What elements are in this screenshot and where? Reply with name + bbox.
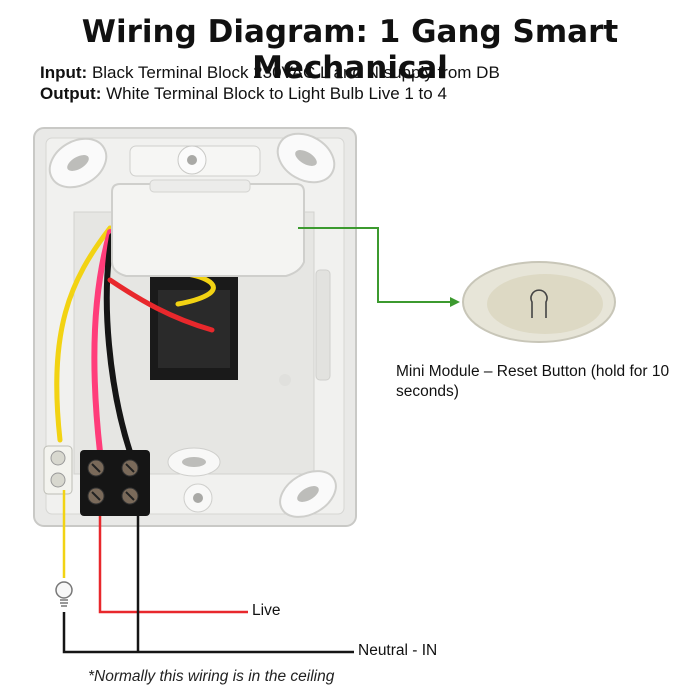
reset-button-icon bbox=[530, 289, 548, 318]
white-terminal-block bbox=[43, 445, 73, 495]
mini-module bbox=[111, 179, 305, 277]
callout-arrowhead bbox=[450, 297, 460, 307]
module-caption: Mini Module – Reset Button (hold for 10 … bbox=[396, 363, 670, 400]
callout-line bbox=[298, 227, 452, 303]
output-text: White Terminal Block to Light Bulb Live … bbox=[106, 84, 447, 103]
footnote: *Normally this wiring is in the ceiling bbox=[88, 668, 335, 685]
live-label: Live bbox=[252, 602, 281, 619]
black-terminal-block bbox=[80, 450, 150, 516]
diagram-title: Wiring Diagram: 1 Gang Smart Mechanical bbox=[81, 14, 619, 86]
input-label: Input: bbox=[40, 63, 88, 82]
mounting-slot bbox=[279, 470, 337, 518]
internal-wiring bbox=[54, 225, 216, 455]
mounting-slot bbox=[276, 132, 336, 184]
neutral-label: Neutral - IN bbox=[358, 642, 438, 659]
light-bulb-icon bbox=[55, 581, 73, 607]
output-label: Output: bbox=[40, 84, 102, 103]
output-description: Output: White Terminal Block to Light Bu… bbox=[40, 84, 447, 104]
reset-button-zoom bbox=[462, 261, 616, 343]
switch-mechanism bbox=[150, 276, 238, 380]
mounting-slot bbox=[48, 137, 108, 189]
input-description: Input: Black Terminal Block 230VAC L and… bbox=[40, 63, 500, 83]
external-wiring bbox=[62, 490, 354, 654]
input-text: Black Terminal Block 230VAC L and N supp… bbox=[91, 63, 500, 82]
